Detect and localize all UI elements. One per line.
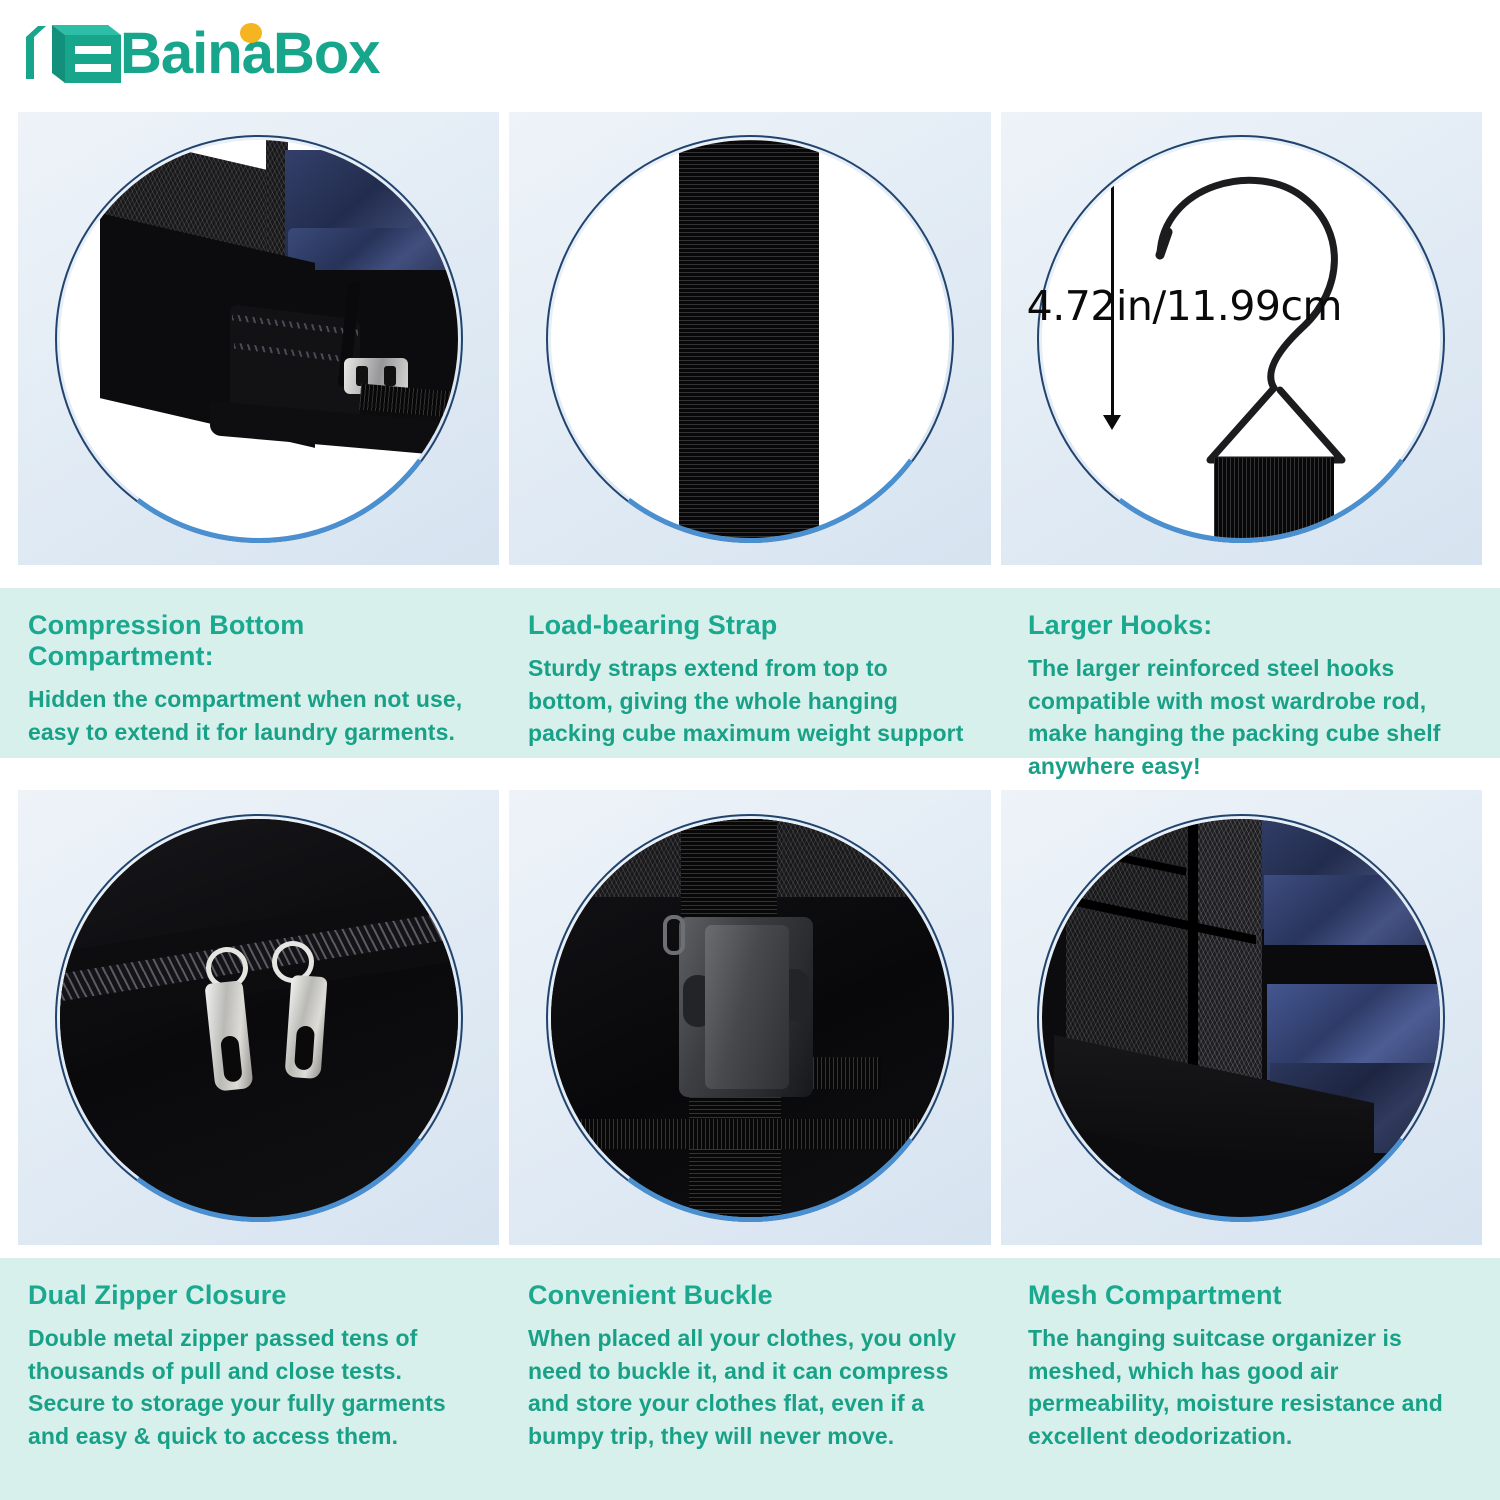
feature-image-larger-hooks: 4.72in/11.99cm xyxy=(1000,112,1482,565)
feature-text-dual-zipper-closure: Dual Zipper Closure Double metal zipper … xyxy=(0,1258,500,1500)
brand-name: BainaBox xyxy=(120,23,381,83)
feature-image-row-bottom xyxy=(0,790,1500,1245)
feature-image-dual-zipper-closure xyxy=(18,790,500,1245)
mesh-compartment-photo xyxy=(1042,818,1441,1217)
feature-image-convenient-buckle xyxy=(509,790,991,1245)
feature-body: Hidden the compartment when not use, eas… xyxy=(28,686,463,745)
dimension-line xyxy=(1111,169,1115,425)
feature-image-mesh-compartment xyxy=(1000,790,1482,1245)
feature-body: The hanging suitcase organizer is meshed… xyxy=(1028,1325,1443,1450)
steel-hook-photo xyxy=(1042,140,1440,538)
hook-dimension-label: 4.72in/11.99cm xyxy=(1026,282,1343,330)
feature-body: Double metal zipper passed tens of thous… xyxy=(28,1325,446,1450)
feature-title: Compression Bottom Compartment: xyxy=(28,610,305,672)
feature-title: Mesh Compartment xyxy=(1028,1280,1282,1310)
dimension-arrow-bottom-icon xyxy=(1103,414,1122,430)
feature-title: Dual Zipper Closure xyxy=(28,1280,287,1310)
feature-image-compression-bottom-compartment xyxy=(18,112,500,565)
zipper-pull-right xyxy=(284,974,328,1079)
feature-text-convenient-buckle: Convenient Buckle When placed all your c… xyxy=(500,1258,1000,1500)
buckle-photo xyxy=(550,818,949,1217)
webbing-strap-photo xyxy=(551,139,949,538)
feature-title: Load-bearing Strap xyxy=(528,610,778,640)
box-logo-icon xyxy=(22,21,126,87)
feature-text-row-top: Compression Bottom Compartment: Hidden t… xyxy=(0,588,1500,779)
feature-text-compression-bottom-compartment: Compression Bottom Compartment: Hidden t… xyxy=(0,588,500,758)
feature-body: The larger reinforced steel hooks compat… xyxy=(1028,655,1441,780)
feature-text-row-bottom: Dual Zipper Closure Double metal zipper … xyxy=(0,1258,1500,1500)
feature-image-load-bearing-strap xyxy=(509,112,991,565)
zipper-photo xyxy=(59,818,458,1217)
feature-body: When placed all your clothes, you only n… xyxy=(528,1325,957,1450)
logo-dot-icon xyxy=(240,23,262,43)
feature-title: Larger Hooks: xyxy=(1028,610,1213,640)
feature-text-mesh-compartment: Mesh Compartment The hanging suitcase or… xyxy=(1000,1258,1500,1500)
brand-logo: BainaBox xyxy=(22,18,381,90)
side-release-buckle xyxy=(678,916,813,1097)
packing-cube-photo xyxy=(60,139,458,538)
feature-image-row-top: 4.72in/11.99cm xyxy=(0,112,1500,565)
feature-body: Sturdy straps extend from top to bottom,… xyxy=(528,655,964,747)
feature-text-load-bearing-strap: Load-bearing Strap Sturdy straps extend … xyxy=(500,588,1000,758)
dimension-arrow-top-icon xyxy=(1103,157,1122,173)
feature-text-larger-hooks: Larger Hooks: The larger reinforced stee… xyxy=(1000,588,1500,779)
feature-title: Convenient Buckle xyxy=(528,1280,773,1310)
